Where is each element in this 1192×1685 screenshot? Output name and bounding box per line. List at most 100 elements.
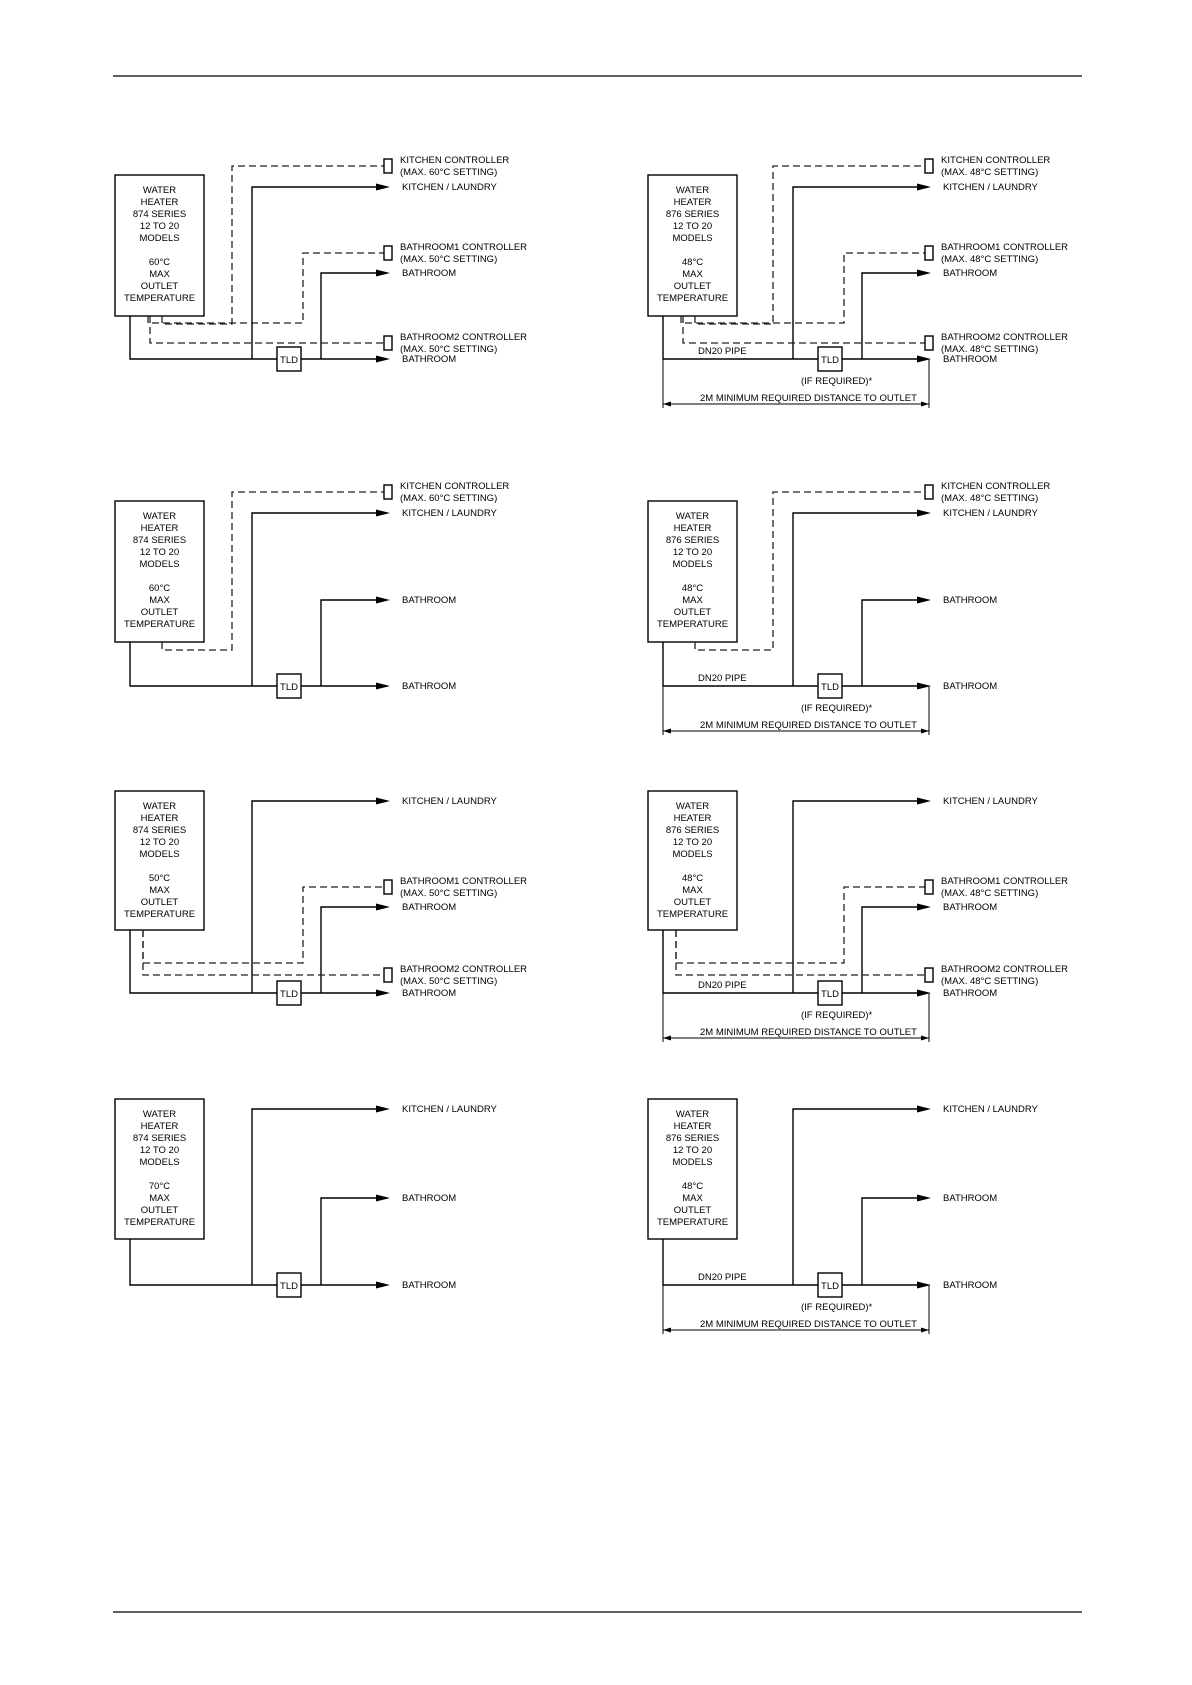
bathroom2-controller-icon [383, 335, 393, 351]
dn20-pipe-label: DN20 PIPE [698, 1272, 747, 1283]
bathroom2-controller-cable [682, 316, 925, 344]
bathroom-1-pipe [861, 272, 917, 359]
bathroom-2-label: BATHROOM [402, 354, 456, 365]
bathroom-2-arrow [917, 682, 931, 690]
tld-box [276, 346, 302, 372]
bathroom-2-label: BATHROOM [943, 1280, 997, 1291]
bathroom2-controller-label: BATHROOM2 CONTROLLER [941, 332, 1068, 343]
water-heater-box [114, 1098, 205, 1240]
bathroom1-controller-label: BATHROOM1 CONTROLLER [400, 242, 527, 253]
heater-label-line: TEMPERATURE [657, 293, 728, 304]
kitchen-controller-setting: (MAX. 48°C SETTING) [941, 167, 1038, 178]
tld-box [817, 1272, 843, 1298]
heater-label-line: HEATER [674, 197, 712, 208]
bathroom2-controller-cable [675, 930, 925, 976]
tld-box [276, 980, 302, 1006]
bathroom-1-pipe [861, 906, 917, 993]
heater-label-line: 876 SERIES [666, 1133, 719, 1144]
heater-label-line: MAX [682, 885, 703, 896]
kitchen-laundry-arrow [376, 183, 390, 191]
bathroom1-controller-setting: (MAX. 50°C SETTING) [400, 254, 497, 265]
bathroom-1-arrow [376, 596, 390, 604]
bathroom-2-label: BATHROOM [943, 354, 997, 365]
heater-label-line: MODELS [139, 849, 179, 860]
heater-label-line: WATER [676, 185, 709, 196]
bathroom-1-pipe [861, 1197, 917, 1285]
kitchen-laundry-arrow [376, 1105, 390, 1113]
bathroom1-controller-setting: (MAX. 48°C SETTING) [941, 254, 1038, 265]
bathroom2-controller-icon [924, 967, 934, 983]
heater-label-line: MAX [149, 595, 170, 606]
bathroom1-controller-label: BATHROOM1 CONTROLLER [941, 876, 1068, 887]
min-distance-label: 2M MINIMUM REQUIRED DISTANCE TO OUTLET [700, 1319, 917, 1330]
heater-label-line: 874 SERIES [133, 825, 186, 836]
bathroom2-controller-cable [142, 930, 384, 976]
tld-label: TLD [280, 1281, 298, 1292]
heater-label-line: TEMPERATURE [657, 909, 728, 920]
heater-label-line: 48°C [682, 873, 703, 884]
bathroom-1-label: BATHROOM [943, 902, 997, 913]
bathroom-2-arrow [376, 355, 390, 363]
dimension-arrow-right [921, 1035, 929, 1041]
bathroom1-controller-icon [924, 245, 934, 261]
bathroom2-controller-setting: (MAX. 50°C SETTING) [400, 976, 497, 987]
heater-label-line: WATER [143, 1109, 176, 1120]
bathroom2-controller-label: BATHROOM2 CONTROLLER [941, 964, 1068, 975]
kitchen-controller-cable [694, 165, 925, 325]
kitchen-controller-icon [383, 484, 393, 500]
heater-label-line: MODELS [672, 1157, 712, 1168]
heater-label-line: MODELS [672, 233, 712, 244]
bathroom-1-pipe [320, 272, 376, 359]
kitchen-controller-label: KITCHEN CONTROLLER [400, 155, 509, 166]
kitchen-laundry-pipe [792, 800, 917, 993]
heater-label-line: WATER [676, 511, 709, 522]
heater-label-line: 876 SERIES [666, 535, 719, 546]
kitchen-controller-cable [161, 491, 384, 651]
bathroom-2-arrow [917, 989, 931, 997]
bathroom-2-label: BATHROOM [402, 681, 456, 692]
min-distance-label: 2M MINIMUM REQUIRED DISTANCE TO OUTLET [700, 720, 917, 731]
bathroom2-controller-setting: (MAX. 48°C SETTING) [941, 976, 1038, 987]
heater-label-line: OUTLET [141, 607, 179, 618]
kitchen-controller-icon [924, 484, 934, 500]
heater-label-line: WATER [143, 511, 176, 522]
heater-label-line: TEMPERATURE [657, 619, 728, 630]
tld-box [276, 1272, 302, 1298]
heater-label-line: MODELS [672, 559, 712, 570]
tld-label: TLD [280, 682, 298, 693]
heater-label-line: WATER [676, 801, 709, 812]
kitchen-laundry-arrow [917, 183, 931, 191]
kitchen-laundry-label: KITCHEN / LAUNDRY [402, 796, 498, 807]
heater-label-line: MODELS [139, 559, 179, 570]
kitchen-controller-icon [383, 158, 393, 174]
bathroom-2-arrow [376, 989, 390, 997]
heater-label-line: 48°C [682, 257, 703, 268]
bathroom1-controller-label: BATHROOM1 CONTROLLER [941, 242, 1068, 253]
kitchen-laundry-pipe [251, 1108, 376, 1285]
heater-label-line: MAX [149, 1193, 170, 1204]
kitchen-laundry-pipe [792, 512, 917, 686]
bathroom-2-label: BATHROOM [943, 681, 997, 692]
bathroom2-controller-cable [149, 316, 384, 344]
heater-label-line: MODELS [139, 1157, 179, 1168]
heater-label-line: MAX [149, 885, 170, 896]
heater-label-line: 48°C [682, 583, 703, 594]
heater-label-line: OUTLET [141, 281, 179, 292]
bathroom-2-label: BATHROOM [402, 1280, 456, 1291]
bathroom-2-arrow [917, 355, 931, 363]
kitchen-laundry-pipe [792, 1108, 917, 1285]
dimension-arrow-left [663, 728, 671, 734]
dimension-arrow-right [921, 728, 929, 734]
heater-label-line: 12 TO 20 [140, 221, 179, 232]
heater-label-line: MAX [682, 1193, 703, 1204]
supply-pipe [129, 1239, 277, 1286]
dimension-arrow-left [663, 1035, 671, 1041]
bathroom-1-arrow [917, 903, 931, 911]
bathroom-2-arrow [917, 1281, 931, 1289]
